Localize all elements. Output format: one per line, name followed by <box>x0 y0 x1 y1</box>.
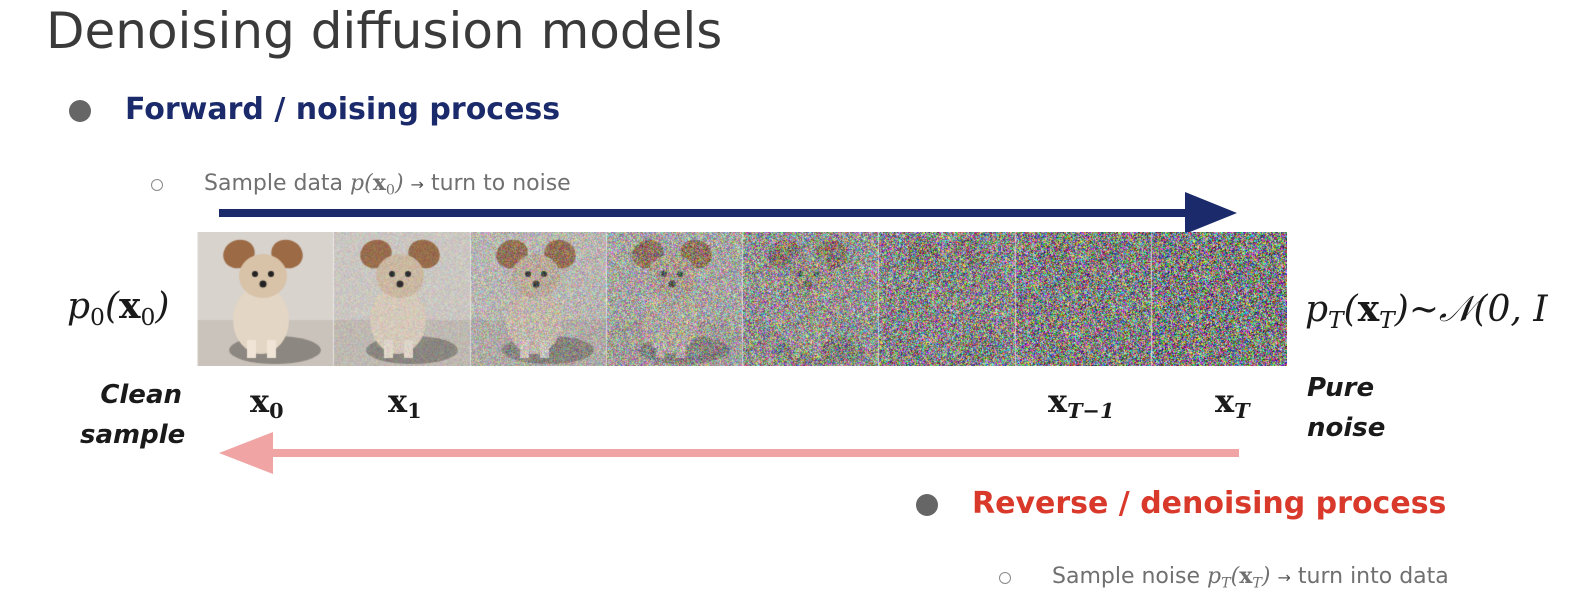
right-dist-p-sub: T <box>1328 306 1344 335</box>
frame-label-xT-sub: T <box>1234 398 1250 424</box>
arrow-icon: → <box>410 175 424 194</box>
clean-label-line1: Clean <box>100 380 182 410</box>
reverse-arrow <box>219 432 1239 474</box>
reverse-sub-math-sub: T <box>1252 575 1262 592</box>
frame-label-x0-main: x <box>250 382 270 420</box>
left-dist-x-sub: 0 <box>140 303 156 332</box>
forward-sub-math: p(x0) <box>350 170 404 199</box>
reverse-sub-prefix: Sample noise <box>1052 564 1207 589</box>
reverse-sub-bullet <box>999 572 1011 584</box>
frame-label-xT-1-sub: T−1 <box>1067 398 1115 424</box>
forward-sub-suffix: turn to noise <box>430 171 571 196</box>
frame-label-xT: xT <box>1215 382 1250 423</box>
right-dist-rest: ~𝒩(0, I <box>1408 289 1548 330</box>
forward-heading: Forward / noising process <box>125 92 561 127</box>
frame-label-xT-1: xT−1 <box>1048 382 1114 423</box>
forward-sub-bullet <box>151 179 163 191</box>
reverse-sub-math-x: x <box>1239 563 1253 589</box>
noise-label-line1: Pure <box>1307 373 1375 403</box>
left-dist-p: p <box>67 286 91 327</box>
frame-label-x0: x0 <box>250 382 284 423</box>
reverse-sub-math-p: p <box>1207 564 1222 589</box>
forward-bullet <box>69 100 91 122</box>
right-dist-x: x <box>1357 288 1380 330</box>
clean-label-line2: sample <box>80 420 186 450</box>
page-title: Denoising diffusion models <box>46 2 723 60</box>
frame-label-x1-main: x <box>388 382 408 420</box>
left-dist-p-sub: 0 <box>90 303 105 332</box>
frame-label-x0-sub: 0 <box>269 398 284 424</box>
right-dist-p: p <box>1305 289 1329 330</box>
reverse-sub-math: pT(xT) <box>1207 563 1271 592</box>
reverse-bullet <box>916 494 938 516</box>
noise-image-strip <box>197 232 1287 366</box>
noise-label-line2: noise <box>1307 413 1386 443</box>
right-dist-x-sub: T <box>1379 306 1395 335</box>
reverse-heading: Reverse / denoising process <box>972 486 1447 521</box>
forward-sub-math-sub: 0 <box>385 182 395 199</box>
reverse-sub-math-psub: T <box>1221 575 1231 592</box>
left-dist-x: x <box>118 285 141 327</box>
forward-sub-math-p: p <box>350 171 365 196</box>
left-distribution-label: p0(x0) <box>67 285 170 332</box>
forward-sub-prefix: Sample data <box>204 171 351 196</box>
forward-arrow <box>219 192 1237 234</box>
clean-sample-label: Clean sample <box>80 375 186 455</box>
forward-sub-math-x: x <box>372 170 386 196</box>
pure-noise-label: Pure noise <box>1307 368 1385 448</box>
forward-subtext: Sample data p(x0) → turn to noise <box>204 170 571 198</box>
frame-label-xT-main: x <box>1215 382 1235 420</box>
reverse-subtext: Sample noise pT(xT) → turn into data <box>1052 563 1449 591</box>
right-distribution-label: pT(xT)~𝒩(0, I <box>1305 288 1548 335</box>
reverse-sub-suffix: turn into data <box>1297 564 1449 589</box>
frame-label-x1-sub: 1 <box>407 398 422 424</box>
arrow-icon: → <box>1277 568 1291 587</box>
frame-label-x1: x1 <box>388 382 422 423</box>
frame-label-xT-1-main: x <box>1048 382 1068 420</box>
